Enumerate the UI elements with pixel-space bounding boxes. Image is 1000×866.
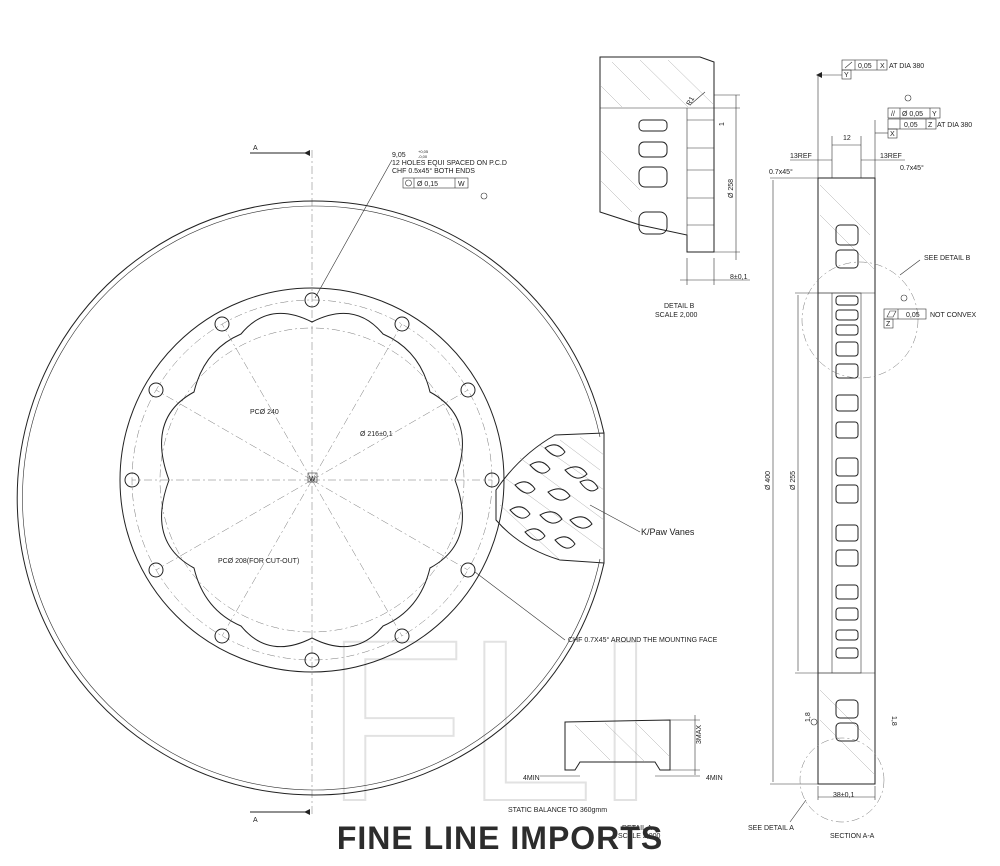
center-datum-box (307, 472, 318, 483)
chamfer-leader (474, 571, 566, 641)
mounting-hole (214, 316, 230, 332)
section-outline (817, 177, 876, 785)
detail-a-min-left: 4MIN (523, 775, 540, 782)
detail-a-min-right: 4MIN (706, 775, 723, 782)
detail-b-view: R1 1 Ø 258 8±0,1 DETAIL B SCALE 2,000 (599, 56, 750, 319)
detail-b-scale: SCALE 2,000 (655, 312, 698, 319)
svg-text://: // (891, 111, 895, 118)
hole-diameter: 9,05 (392, 152, 406, 159)
hole-fcf-value: Ø 0,15 (417, 181, 438, 188)
hole-callout-line1: 12 HOLES EQUI SPACED ON P.C.D (392, 160, 507, 167)
chf-right: 0.7x45° (900, 164, 924, 172)
detail-b-circle (801, 261, 919, 379)
detail-marker-circle (480, 192, 488, 200)
hole-tol-upper: +0,05 (418, 149, 429, 154)
section-label-top: A (253, 145, 258, 152)
mounting-hole (460, 562, 476, 578)
inner-scalloped-cutout (161, 312, 463, 648)
dim-12: 12 (843, 135, 851, 142)
radial-centerlines (132, 323, 492, 637)
disc-outer-chamfer (22, 205, 601, 791)
mounting-hole (214, 628, 230, 644)
fcf-parallel-value: Ø 0,05 (902, 111, 923, 118)
datum-y-label: Y (844, 72, 849, 79)
detail-a-3max: 3MAX (696, 725, 703, 744)
fcf-flatness-note: NOT CONVEX (930, 312, 976, 319)
mounting-hole (460, 382, 476, 398)
detail-b-r1: R1 (686, 96, 697, 107)
fcf-runout: 0,05 X AT DIA 380 (841, 59, 924, 71)
mounting-hole (304, 292, 320, 308)
fcf-flatness-value: 0,05 (906, 312, 920, 319)
ref-right: 13REF (880, 153, 902, 160)
dia-216-label: Ø 216±0,1 (360, 431, 393, 438)
fcf-position-value: 0,05 (904, 122, 918, 129)
fcf-position-datum: Z (928, 122, 933, 129)
detail-b-title: DETAIL B (664, 303, 695, 310)
mounting-hole (148, 382, 164, 398)
watermark-logo: FLI (325, 592, 657, 849)
detail-a-circle (799, 737, 885, 823)
chamfer-note: CHF 0.7X45° AROUND THE MOUNTING FACE (568, 636, 718, 644)
mounting-holes (124, 292, 500, 668)
hole-tol-lower: -0,00 (418, 154, 428, 159)
detail-a-view: 3MAX 4MIN 4MIN STATIC BALANCE TO 360gmm … (508, 715, 723, 840)
section-vent-slots (835, 224, 859, 742)
mounting-hole (394, 628, 410, 644)
vanes-label: K/Paw Vanes (641, 527, 695, 537)
section-label-bottom: A (253, 817, 258, 824)
dia-255-label: Ø 255 (790, 471, 797, 490)
see-detail-a: SEE DETAIL A (748, 825, 794, 832)
fcf-flatness: 0,05 NOT CONVEX (883, 308, 976, 320)
fcf-parallel-datum: Y (932, 111, 937, 118)
bell-boundary (119, 287, 505, 673)
mounting-hole (148, 562, 164, 578)
vane-cutaway (495, 432, 605, 564)
disc-front-view: A A (16, 145, 718, 824)
pcd-240-label: PCØ 240 (250, 409, 279, 416)
detail-b-dim-1: 1 (719, 122, 726, 126)
hole-callout-leader (314, 159, 393, 299)
center-datum-label: W (309, 476, 316, 483)
detail-b-dia-258: Ø 258 (728, 179, 735, 198)
pcd-208-label: PCØ 208(FOR CUT-OUT) (218, 558, 299, 565)
mounting-hole (394, 316, 410, 332)
section-a-a-view: 0,05 X AT DIA 380 Y // Ø 0,05 Y 0,05 Z A… (748, 59, 976, 840)
dim-38: 38±0,1 (833, 792, 854, 799)
dia-400-label: Ø 400 (765, 471, 772, 490)
hole-fcf-datum: W (458, 181, 465, 188)
ref-left: 13REF (790, 153, 812, 160)
chf-left: 0.7x45° (769, 168, 793, 176)
dim-1-8-left: 1,8 (805, 712, 812, 722)
vanes-leader (589, 504, 641, 533)
detail-a-title: DETAIL A (622, 825, 652, 832)
dim-1-8-right: 1,8 (890, 716, 897, 726)
section-title: SECTION A-A (830, 833, 875, 840)
datum-x-label: X (890, 131, 895, 138)
balance-note: STATIC BALANCE TO 360gmm (508, 807, 607, 814)
fcf-position-note: AT DIA 380 (937, 122, 972, 129)
mounting-hole (304, 652, 320, 668)
fcf-position: 0,05 Z AT DIA 380 (887, 118, 972, 130)
detail-a-scale: SCALE 2,000 (618, 833, 661, 840)
fcf-runout-value: 0,05 (858, 63, 872, 70)
disc-outer-edge (16, 200, 605, 796)
hole-callout-line2: CHF 0.5x45° BOTH ENDS (392, 167, 475, 175)
fcf-runout-note: AT DIA 380 (889, 63, 924, 70)
see-detail-b: SEE DETAIL B (924, 255, 971, 262)
hole-fcf: Ø 0,15 W (402, 177, 469, 189)
fcf-runout-datum: X (880, 63, 885, 70)
datum-z-label: Z (886, 321, 891, 328)
fcf-parallel: // Ø 0,05 Y (887, 107, 941, 119)
detail-b-dim-8: 8±0,1 (730, 274, 748, 281)
brand-logo-text: FINE LINE IMPORTS (336, 820, 664, 856)
